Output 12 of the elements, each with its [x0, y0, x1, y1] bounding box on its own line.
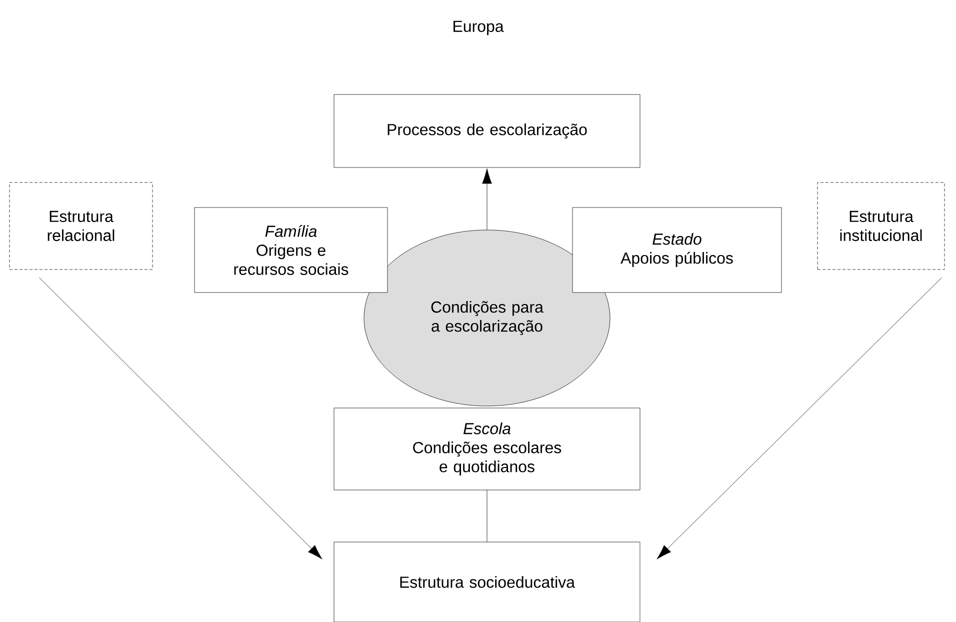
connector-line: [486, 490, 488, 542]
text-box: Estrutura socioeducativa: [334, 542, 640, 622]
text-box: Família Origens e recursos sociais: [194, 207, 388, 293]
text-box: Escola Condições escolares e quotidianos: [334, 408, 640, 490]
arrow: [482, 168, 492, 230]
title: Europa: [454, 20, 504, 36]
dashed-box: Estrutura relacional: [9, 182, 153, 270]
arrow: [656, 278, 942, 560]
text-box: Processos de escolarização: [334, 94, 640, 168]
text-box: Estado Apoios públicos: [572, 207, 782, 293]
arrow: [39, 278, 322, 560]
dashed-box: Estrutura institucional: [817, 182, 945, 270]
